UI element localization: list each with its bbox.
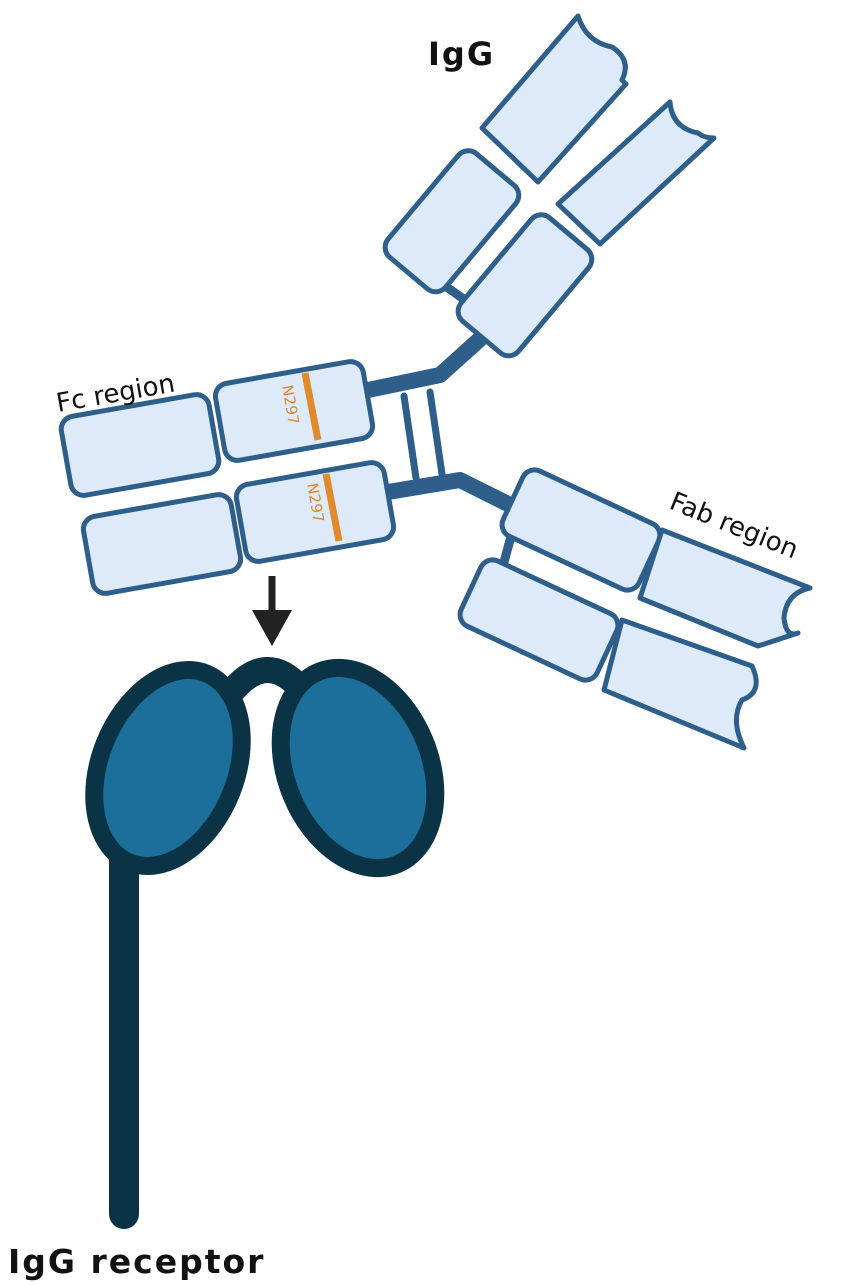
receptor-domain-left [85,661,251,875]
fab-domain-upper-outer-variable [479,13,629,185]
disulfide-bond-2 [426,388,446,478]
fc-domain-ch2-upper [212,359,376,463]
upper-heavy-chain-hinge [360,322,498,398]
fab-domain-lower-lower-constant [457,557,621,683]
fc-domain-ch3-lower [80,492,244,596]
fab-arm-lower [457,467,813,751]
fc-region: N297 N297 [58,359,397,596]
fab-domain-upper-inner-constant [455,212,595,359]
fab-domain-lower-upper-constant [499,467,663,593]
receptor-domain-right [271,658,445,878]
lower-light-chain-linker [499,535,515,567]
glycosylation-site-upper [301,372,322,441]
fab-domain-lower-lower-variable [601,617,759,751]
fab-domain-upper-outer-constant [382,148,522,295]
hinge-region [360,283,528,567]
igg-label: IgG [428,35,495,73]
fab-arm-upper [382,13,717,359]
fab-domain-lower-upper-variable [637,527,813,649]
lower-heavy-chain-hinge [380,472,528,518]
fab-domain-upper-inner-variable [555,99,717,247]
disulfide-bond-1 [400,392,420,482]
fc-domain-ch2-lower [233,460,397,564]
arrow-down-icon [252,576,292,646]
igg-receptor [85,657,445,1229]
fc-domain-ch3-upper [58,392,222,498]
glycosylation-site-lower [322,473,343,542]
igg-receptor-label: IgG receptor [8,1242,265,1281]
